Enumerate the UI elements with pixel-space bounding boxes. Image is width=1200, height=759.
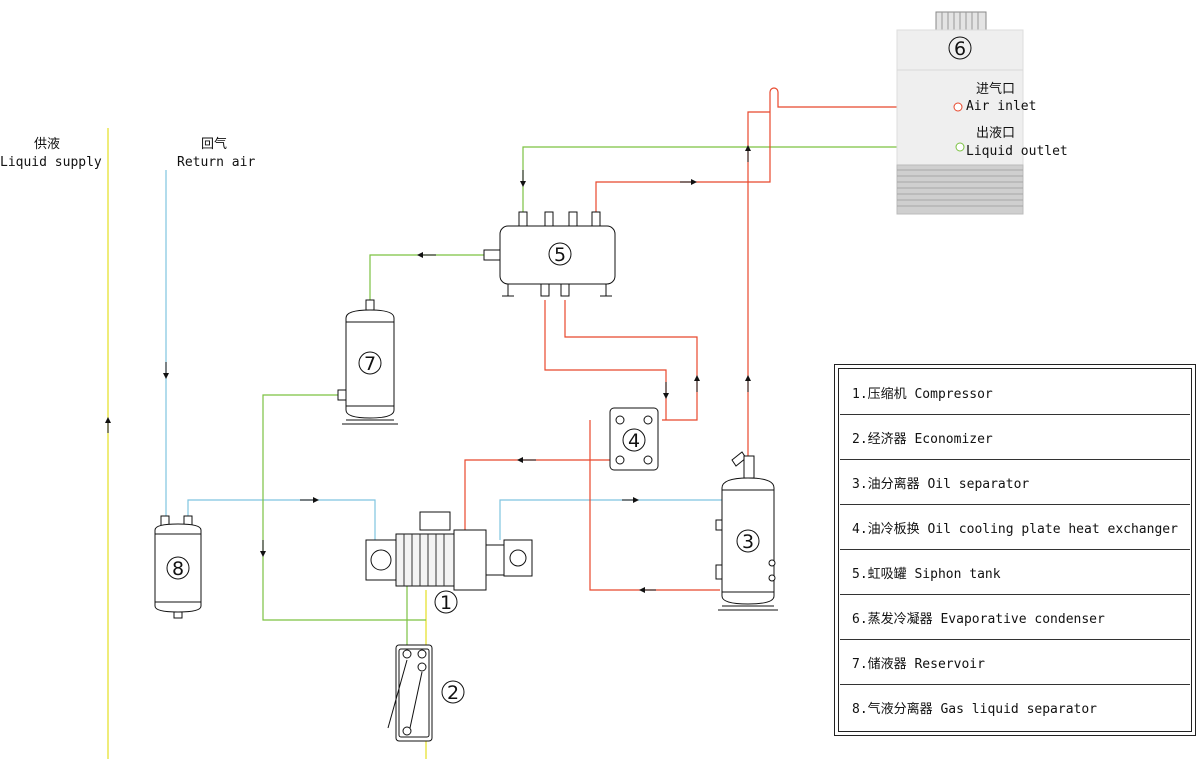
air-inlet-label-cn: 进气口	[976, 82, 1016, 97]
legend-item-7: 7.储液器 Reservoir	[840, 640, 1190, 685]
legend-item-6: 6.蒸发冷凝器 Evaporative condenser	[840, 595, 1190, 640]
legend-item-8: 8.气液分离器 Gas liquid separator	[852, 702, 1098, 717]
liquid-outlet-label-en: Liquid outlet	[966, 144, 1068, 159]
component-number-3: 3	[742, 531, 754, 553]
return-air-line	[165, 170, 722, 540]
liquid-supply-label-en: Liquid supply	[0, 155, 102, 170]
legend-item-3: 3.油分离器 Oil separator	[840, 460, 1190, 505]
component-number-1: 1	[440, 592, 452, 614]
flow-arrows	[105, 145, 751, 593]
return-air-label-cn: 回气	[201, 137, 228, 152]
economizer	[387, 644, 465, 742]
legend-item-2: 2.经济器 Economizer	[840, 415, 1190, 460]
component-legend: 1.压缩机 Compressor 2.经济器 Economizer 3.油分离器…	[834, 364, 1196, 736]
legend-item-5: 5.虹吸罐 Siphon tank	[840, 550, 1190, 595]
component-number-2: 2	[447, 682, 459, 704]
component-number-5: 5	[554, 244, 566, 266]
liquid-supply-label-cn: 供液	[34, 137, 61, 152]
legend-item-4: 4.油冷板换 Oil cooling plate heat exchanger	[840, 505, 1190, 550]
component-number-6: 6	[954, 38, 966, 60]
oil-separator	[715, 451, 778, 611]
return-air-label-en: Return air	[177, 155, 256, 170]
evaporative-condenser	[896, 11, 1024, 215]
reservoir	[337, 299, 398, 425]
liquid-outlet-label-cn: 出液口	[976, 126, 1016, 141]
oil-cooling-plate-heat-exchanger	[609, 407, 659, 471]
compressor	[365, 511, 533, 614]
component-number-4: 4	[628, 430, 640, 452]
gas-liquid-separator	[154, 515, 202, 619]
component-number-group: 1 2 3 4 5 6 7 8	[172, 38, 966, 704]
component-number-7: 7	[364, 353, 376, 375]
air-inlet-label-en: Air inlet	[966, 99, 1037, 114]
component-number-8: 8	[172, 558, 184, 580]
siphon-tank	[483, 211, 616, 297]
legend-item-1: 1.压缩机 Compressor	[840, 370, 1190, 415]
liquid-supply-line	[107, 128, 427, 759]
green-line	[262, 146, 960, 648]
